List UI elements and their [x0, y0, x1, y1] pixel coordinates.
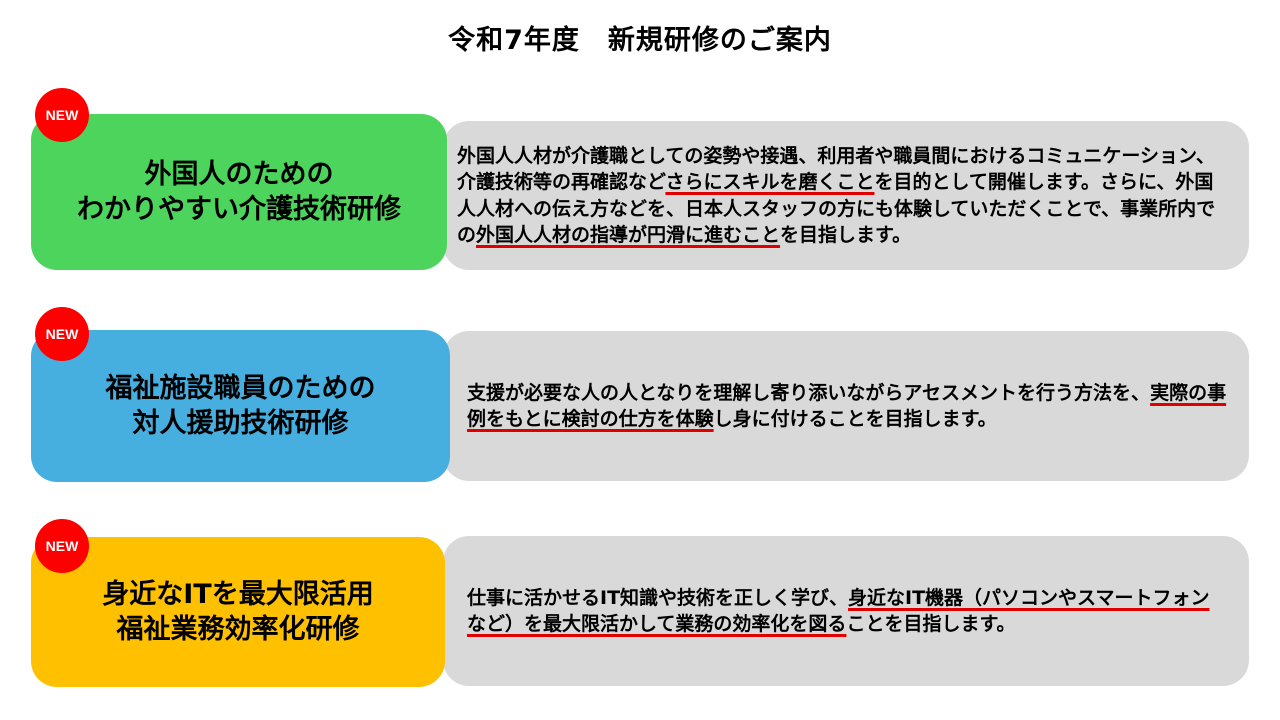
- underlined-emphasis: 実際の事例をもとに検討の仕方を体験: [467, 381, 1227, 430]
- course-title-panel: 福祉施設職員のための 対人援助技術研修: [31, 330, 450, 482]
- course-title-line: 対人援助技術研修: [132, 408, 349, 439]
- course-description: 支援が必要な人の人となりを理解し寄り添いながらアセスメントを行う方法を、実際の事…: [467, 380, 1227, 432]
- new-badge: NEW: [35, 519, 89, 573]
- course-title-line: 身近なITを最大限活用: [102, 578, 374, 610]
- course-description-panel: 仕事に活かせるIT知識や技術を正しく学び、身近なIT機器（パソコンやスマートフォ…: [443, 536, 1249, 686]
- description-text: し身に付けることを目指します。: [713, 408, 997, 430]
- course-title-line: 外国人のための: [144, 158, 334, 190]
- course-title-line: わかりやすい介護技術研修: [77, 194, 401, 225]
- underlined-emphasis: さらにスキルを磨くこと: [665, 171, 875, 194]
- course-title-panel: 身近なITを最大限活用 福祉業務効率化研修: [31, 537, 445, 687]
- course-description: 外国人人材が介護職としての姿勢や接遇、利用者や職員間におけるコミュニケーション、…: [457, 143, 1227, 248]
- description-text: 支援が必要な人の人となりを理解し寄り添いながらアセスメントを行う方法を、: [467, 381, 1151, 404]
- description-text: を目指します。: [780, 223, 912, 246]
- description-text: ことを目指します。: [846, 613, 1016, 635]
- course-description-panel: 外国人人材が介護職としての姿勢や接遇、利用者や職員間におけるコミュニケーション、…: [443, 121, 1249, 270]
- underlined-emphasis: 身近なIT機器（パソコンやスマートフォンなど）を最大限活かして業務の効率化を図る: [467, 586, 1210, 635]
- course-title: 外国人のための わかりやすい介護技術研修: [77, 157, 401, 227]
- new-badge: NEW: [35, 307, 89, 361]
- new-badge: NEW: [35, 88, 89, 142]
- page-title: 令和7年度 新規研修のご案内: [448, 25, 832, 56]
- course-title-line: 福祉施設職員のための: [105, 372, 376, 404]
- course-title-panel: 外国人のための わかりやすい介護技術研修: [31, 114, 447, 270]
- description-text: 外国人人材が介護職としての姿勢や接遇、利用者や職員間におけるコミュニケーション、…: [457, 145, 1215, 194]
- description-text: を目的として開催します。さらに、外国人人材への伝え方などを、日本人スタッフの方に…: [457, 171, 1216, 246]
- course-description-panel: 支援が必要な人の人となりを理解し寄り添いながらアセスメントを行う方法を、実際の事…: [443, 331, 1249, 481]
- course-title-line: 福祉業務効率化研修: [116, 614, 360, 645]
- underlined-emphasis: 外国人人材の指導が円滑に進むこと: [476, 223, 781, 246]
- course-title: 福祉施設職員のための 対人援助技術研修: [106, 371, 376, 441]
- course-title: 身近なITを最大限活用 福祉業務効率化研修: [102, 577, 373, 647]
- course-description: 仕事に活かせるIT知識や技術を正しく学び、身近なIT機器（パソコンやスマートフォ…: [467, 585, 1227, 637]
- description-text: 仕事に活かせるIT知識や技術を正しく学び、: [467, 586, 849, 609]
